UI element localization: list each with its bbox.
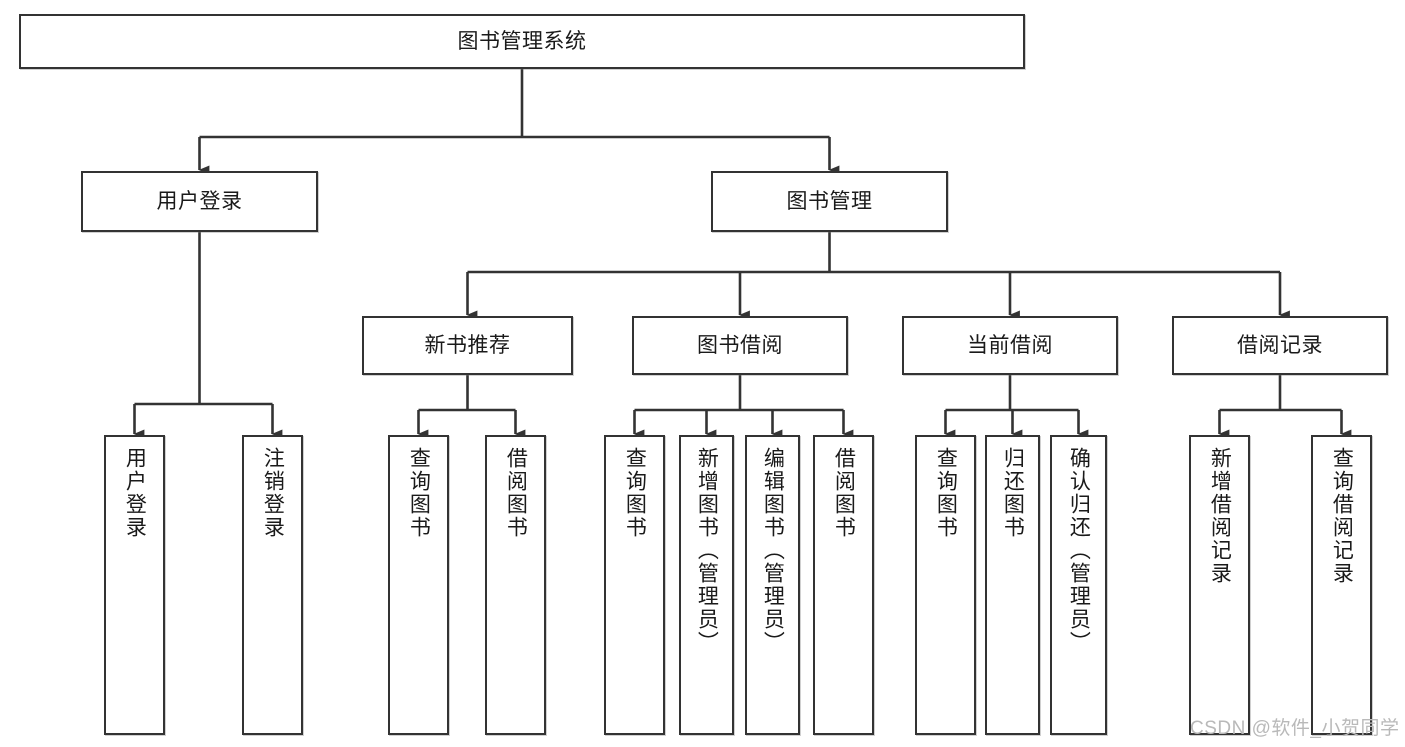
level3-label: 图书借阅 [697,333,783,357]
level2-label: 用户登录 [156,189,243,213]
leaf-box-0[interactable]: 用户登录 [104,435,165,735]
leaf-label: 编辑图书（管理员） [761,447,785,654]
level3-box-2[interactable]: 当前借阅 [902,316,1118,375]
level3-box-3[interactable]: 借阅记录 [1172,316,1388,375]
leaf-box-10[interactable]: 确认归还（管理员） [1050,435,1107,735]
level2-box-0[interactable]: 用户登录 [81,171,318,232]
leaf-label: 查询图书 [407,447,431,539]
level3-label: 当前借阅 [967,333,1053,357]
level3-label: 借阅记录 [1237,333,1323,357]
leaf-box-3[interactable]: 借阅图书 [485,435,546,735]
leaf-label: 新增图书（管理员） [695,447,719,654]
leaf-box-2[interactable]: 查询图书 [388,435,449,735]
leaf-label: 查询图书 [934,447,958,539]
leaf-box-8[interactable]: 查询图书 [915,435,976,735]
leaf-label: 借阅图书 [504,447,528,539]
leaf-label: 借阅图书 [832,447,856,539]
level2-label: 图书管理 [786,189,873,213]
level2-box-1[interactable]: 图书管理 [711,171,948,232]
leaf-label: 用户登录 [123,447,147,539]
root-box-0[interactable]: 图书管理系统 [19,14,1025,69]
leaf-box-4[interactable]: 查询图书 [604,435,665,735]
leaf-label: 注销登录 [261,447,285,539]
level3-label: 新书推荐 [424,333,511,357]
leaf-box-6[interactable]: 编辑图书（管理员） [745,435,800,735]
level3-box-1[interactable]: 图书借阅 [632,316,848,375]
leaf-box-7[interactable]: 借阅图书 [813,435,874,735]
leaf-box-5[interactable]: 新增图书（管理员） [679,435,734,735]
leaf-box-12[interactable]: 查询借阅记录 [1311,435,1372,735]
root-label: 图书管理系统 [457,29,587,53]
leaf-label: 新增借阅记录 [1208,447,1232,585]
csdn-watermark: CSDN @软件_小贺同学 [1190,718,1400,739]
leaf-label: 查询借阅记录 [1330,447,1354,585]
level3-box-0[interactable]: 新书推荐 [362,316,573,375]
leaf-box-11[interactable]: 新增借阅记录 [1189,435,1250,735]
leaf-box-1[interactable]: 注销登录 [242,435,303,735]
leaf-label: 归还图书 [1001,447,1025,539]
leaf-label: 确认归还（管理员） [1067,447,1091,654]
leaf-label: 查询图书 [623,447,647,539]
leaf-box-9[interactable]: 归还图书 [985,435,1040,735]
